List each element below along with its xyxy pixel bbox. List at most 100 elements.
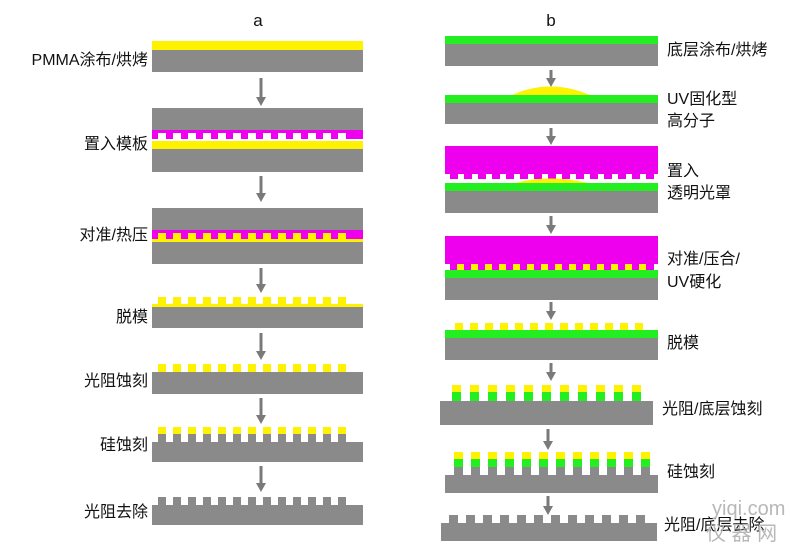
step-b4-label-line2: UV硬化 [667,273,721,291]
polymer-mask [560,385,569,392]
underlayer-mask [590,459,599,467]
mask-tooth [492,174,500,179]
silicon-pillar [624,467,633,475]
silicon-pillar [203,434,211,442]
imprint-template [152,108,363,130]
polymer-filled-cavity [527,264,534,270]
mask-tooth [646,174,654,179]
uv-polymer-droplet [512,86,590,95]
underlayer-mask [505,459,514,467]
mask-tooth [618,264,626,270]
pmma-feature [338,297,346,304]
underlayer-pillar [542,392,551,401]
pmma-filled-cavity [293,233,301,239]
polymer-mask [607,452,616,459]
polymer-mask [596,385,605,392]
polymer-mask [488,452,497,459]
silicon-pillar [338,434,346,442]
template-cavity [233,133,241,139]
step-b3-label-line2: 透明光罩 [667,184,731,202]
pmma-feature [263,364,271,372]
mask-tooth [590,264,598,270]
silicon-substrate [445,44,658,66]
flow-arrow-head [546,225,556,234]
underlayer [445,270,658,278]
polymer-feature [455,323,463,330]
polymer-filled-cavity [625,264,632,270]
silicon-substrate [152,372,363,394]
silicon-pillar [248,434,256,442]
template-pattern [152,130,363,139]
pmma-filled-cavity [158,233,166,239]
pmma-feature [233,297,241,304]
silicon-pillar [278,497,286,505]
polymer-mask [578,385,587,392]
polymer-feature [485,323,493,330]
step-b5-label: 脱模 [667,334,699,352]
polymer-feature [470,323,478,330]
mask-tooth [646,264,654,270]
pmma-filled-cavity [188,233,196,239]
underlayer-mask [522,459,531,467]
flow-arrow-head [546,136,556,145]
polymer-filled-cavity [457,264,464,270]
template-cavity [293,133,301,139]
pmma-feature [338,364,346,372]
process-illustrations [152,36,658,541]
pmma-mask [173,427,181,434]
polymer-mask [454,452,463,459]
silicon-pillar [233,497,241,505]
silicon-pillar [517,515,526,523]
mask-tooth [534,264,542,270]
mask-tooth [576,174,584,179]
silicon-pillar [323,497,331,505]
polymer-feature [635,323,643,330]
silicon-pillar [173,497,181,505]
flow-arrow-head [256,97,266,106]
silicon-pillar [293,434,301,442]
pmma-feature [248,364,256,372]
silicon-substrate [152,442,363,462]
pmma-mask [338,427,346,434]
underlayer-pillar [578,392,587,401]
flow-arrow-head [546,311,556,320]
silicon-pillar [573,467,582,475]
silicon-substrate [445,191,658,213]
template-cavity [278,133,286,139]
pmma-filled-cavity [323,233,331,239]
column-b-title: b [546,11,555,30]
underlayer-pillar [596,392,605,401]
flow-arrow-head [546,372,556,381]
polymer-mask [506,385,515,392]
pmma-feature [173,364,181,372]
pmma-feature [323,297,331,304]
silicon-substrate [152,149,363,172]
pmma-feature [263,297,271,304]
polymer-mask [614,385,623,392]
step-b7-label: 硅蚀刻 [667,463,715,481]
template-cavity [173,133,181,139]
silicon-pillar [158,434,166,442]
underlayer-mask [641,459,650,467]
silicon-pillar [188,497,196,505]
pmma-feature [188,364,196,372]
silicon-pillar [590,467,599,475]
pmma-mask [278,427,286,434]
polymer-mask [488,385,497,392]
mask-tooth [506,264,514,270]
silicon-pillar [233,434,241,442]
step-a2-label: 置入模板 [84,135,148,153]
mask-tooth [534,174,542,179]
mask-tooth [632,264,640,270]
pmma-residual-layer [152,239,363,242]
mask-tooth [464,174,472,179]
underlayer [445,36,658,44]
pmma-filled-cavity [278,233,286,239]
flow-arrow-head [256,193,266,202]
underlayer-pillar [452,392,461,401]
mask-tooth [562,174,570,179]
step-b4-label-line1: 对准/压合/ [667,250,740,268]
silicon-pillar [602,515,611,523]
polymer-mask [624,452,633,459]
silicon-substrate [445,278,658,300]
